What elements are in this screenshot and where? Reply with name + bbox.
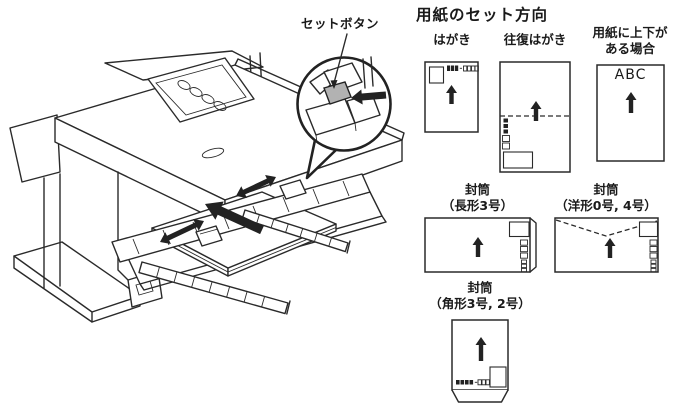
postal-code-marks [520, 239, 528, 273]
flap-edge [451, 389, 509, 403]
press-button-arrow-icon [351, 89, 387, 105]
ofuku-hagaki-diagram [499, 61, 571, 173]
guide-double-arrow-right-icon [236, 175, 276, 198]
up-arrow-icon [472, 237, 484, 257]
envelope-kakugata-diagram [451, 319, 509, 403]
callout-leader-line [333, 33, 348, 84]
guide-double-arrow-left-icon [160, 219, 204, 244]
ofuku-hagaki-label: 往復はがき [503, 32, 567, 47]
up-arrow-icon [446, 85, 457, 104]
envelope-nagagata-label: 封筒（長形3号） [441, 182, 514, 213]
postal-code-marks [649, 239, 658, 273]
envelope-nagagata-diagram [424, 217, 537, 273]
stamp-box [638, 221, 659, 238]
up-arrow-icon [604, 238, 616, 258]
set-button-label: セットボタン [301, 16, 380, 31]
envelope-kakugata-label: 封筒（角形3号, 2号） [429, 280, 531, 311]
stamp-box [489, 366, 507, 388]
updown-label: 用紙に上下がある場合 [592, 25, 668, 56]
set-button [323, 81, 352, 105]
up-arrow-icon [625, 92, 637, 113]
callout-circle [296, 33, 392, 180]
flap-edge [529, 217, 537, 273]
flap-fold-line [555, 219, 658, 237]
updown-paper-diagram [596, 64, 665, 162]
hagaki-label: はがき [433, 32, 471, 47]
up-arrow-icon [530, 101, 542, 121]
postal-code-marks [447, 65, 479, 72]
stamp-box [508, 221, 530, 238]
postal-code-marks [456, 379, 490, 386]
postal-code-marks [502, 118, 510, 150]
tray-extension-arms [138, 209, 351, 315]
envelope-yougata-label: 封筒（洋形0号, 4号） [555, 182, 657, 213]
stamp-box [428, 66, 445, 84]
feed-direction-arrow-icon [205, 201, 264, 235]
up-arrow-icon [475, 337, 487, 361]
hagaki-diagram [424, 61, 479, 133]
sender-box [502, 151, 534, 169]
sample-text-abc: ABC [614, 67, 647, 83]
envelope-yougata-diagram [554, 217, 659, 273]
section-heading: 用紙のセット方向 [416, 6, 549, 24]
control-panel [147, 57, 255, 123]
